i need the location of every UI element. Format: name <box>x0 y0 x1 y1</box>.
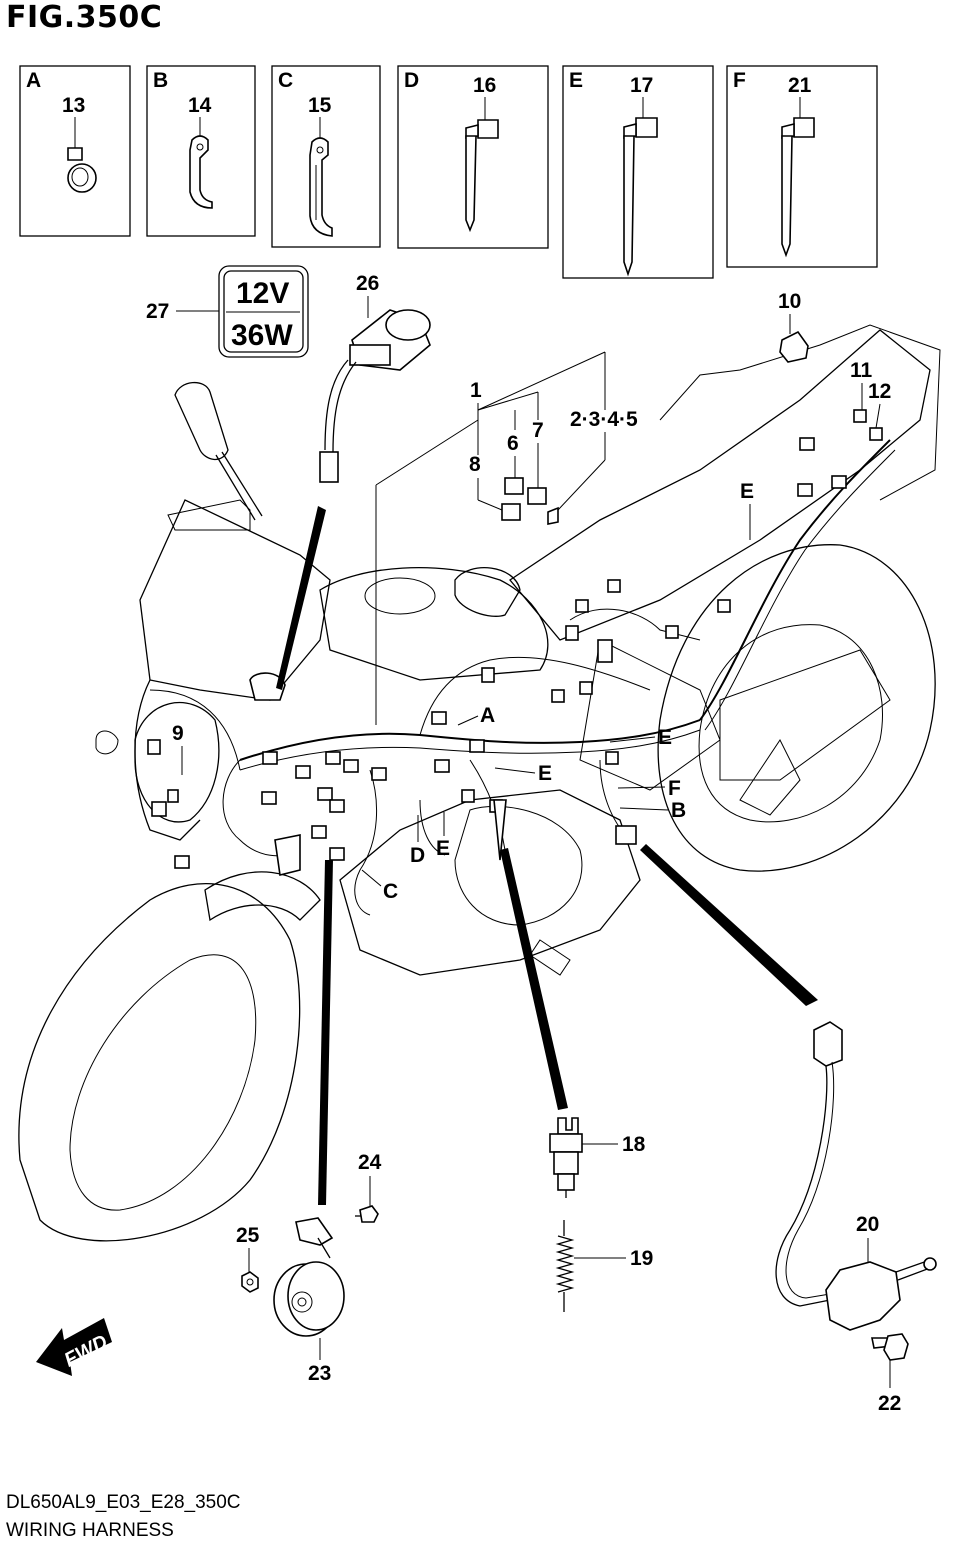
location-marker-d: D <box>410 844 425 867</box>
spring-19 <box>555 1220 575 1312</box>
callout-9: 9 <box>172 722 184 745</box>
detail-box-f-letter: F <box>733 69 746 92</box>
rating-label: 12V 36W <box>218 265 309 358</box>
bolt-24 <box>355 1205 379 1223</box>
callout-6: 6 <box>507 432 519 455</box>
callout-20: 20 <box>856 1213 879 1236</box>
clamp-14-drawing <box>189 135 213 209</box>
detail-box-e: E 17 <box>562 65 714 279</box>
tie-21-drawing <box>781 117 815 258</box>
detail-box-a: A 13 <box>19 65 131 237</box>
callout-18: 18 <box>622 1133 646 1156</box>
callout-24: 24 <box>358 1151 382 1174</box>
detail-box-a-part-number: 13 <box>62 94 85 117</box>
location-marker-e-mid2: E <box>538 762 552 785</box>
location-marker-f: F <box>668 777 681 800</box>
callout-25: 25 <box>236 1224 260 1247</box>
callout-26: 26 <box>356 272 379 295</box>
callout-27: 27 <box>146 300 169 323</box>
callout-2-3-4-5: 2·3·4·5 <box>570 408 638 431</box>
callout-8: 8 <box>469 453 481 476</box>
figure-title: FIG.350C <box>6 0 163 35</box>
screw-22 <box>871 1333 909 1361</box>
accessory-socket-26 <box>319 309 431 483</box>
detail-box-c: C 15 <box>271 65 381 248</box>
location-marker-e-upper: E <box>740 480 754 503</box>
detail-box-b-part-number: 14 <box>188 94 212 117</box>
detail-box-d-letter: D <box>404 69 419 92</box>
nut-25 <box>241 1271 259 1293</box>
forward-direction-arrow: FWD <box>36 1318 112 1376</box>
location-marker-e-mid1: E <box>658 726 672 749</box>
relays-and-fuses <box>501 477 559 525</box>
rating-wattage: 36W <box>231 319 293 352</box>
callout-19: 19 <box>630 1247 653 1270</box>
callout-1: 1 <box>470 379 482 402</box>
detail-box-b-letter: B <box>153 69 168 92</box>
detail-box-c-part-number: 15 <box>308 94 332 117</box>
sensor-20 <box>775 1021 937 1331</box>
detail-box-d-part-number: 16 <box>473 74 496 97</box>
pointer-wedges <box>276 506 818 1205</box>
clamp-13-drawing <box>67 147 97 193</box>
rating-voltage: 12V <box>236 277 289 310</box>
callout-23: 23 <box>308 1362 331 1385</box>
callout-11: 11 <box>850 359 873 382</box>
callout-10: 10 <box>778 290 801 313</box>
location-marker-e-low: E <box>436 837 450 860</box>
footer-model-code: DL650AL9_E03_E28_350C <box>6 1492 241 1513</box>
detail-box-e-letter: E <box>569 69 583 92</box>
detail-box-f: F 21 <box>726 65 878 268</box>
motorcycle-outline <box>18 324 941 1242</box>
horn-23 <box>273 1217 345 1337</box>
callout-22: 22 <box>878 1392 901 1415</box>
tie-16-drawing <box>465 119 499 233</box>
location-marker-b: B <box>671 799 686 822</box>
detail-box-d: D 16 <box>397 65 549 249</box>
detail-box-b: B 14 <box>146 65 256 237</box>
location-marker-a: A <box>480 704 495 727</box>
connector-10 <box>779 330 809 363</box>
detail-box-f-part-number: 21 <box>788 74 812 97</box>
callout-7: 7 <box>532 419 544 442</box>
detail-box-a-letter: A <box>26 69 41 92</box>
clamp-15-drawing <box>309 137 333 237</box>
detail-box-e-part-number: 17 <box>630 74 653 97</box>
detail-box-c-letter: C <box>278 69 293 92</box>
location-marker-c: C <box>383 880 398 903</box>
callout-12: 12 <box>868 380 891 403</box>
relay-leader-lines <box>375 351 606 725</box>
tie-17-drawing <box>623 117 658 277</box>
wiring-harness <box>147 409 896 916</box>
brake-switch-18 <box>549 1117 583 1198</box>
footer-section-title: WIRING HARNESS <box>6 1520 174 1541</box>
